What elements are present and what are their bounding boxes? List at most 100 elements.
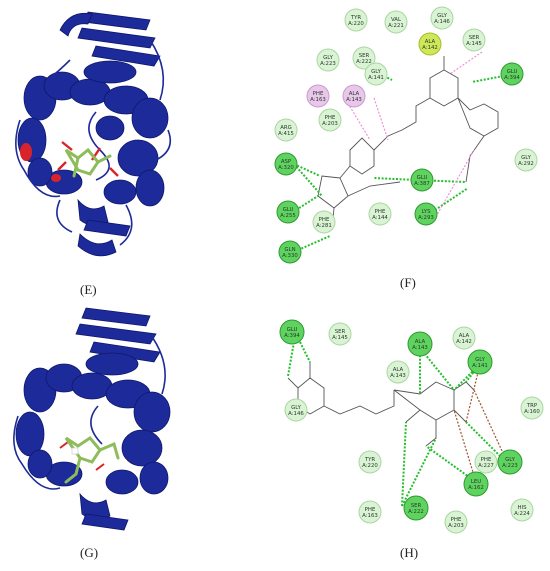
svg-text:GLY: GLY <box>505 457 515 463</box>
panel-g-label: (G) <box>80 545 99 560</box>
svg-text:A:203: A:203 <box>322 121 338 127</box>
svg-text:A:224: A:224 <box>514 511 530 517</box>
svg-text:A:145: A:145 <box>332 335 348 341</box>
svg-text:A:142: A:142 <box>456 339 472 345</box>
svg-text:A:145: A:145 <box>466 41 482 47</box>
svg-text:A:141: A:141 <box>368 75 384 81</box>
svg-text:A:320: A:320 <box>278 165 294 171</box>
svg-text:GLN: GLN <box>284 247 295 253</box>
svg-text:GLY: GLY <box>521 155 531 161</box>
svg-text:A:223: A:223 <box>320 61 336 67</box>
svg-text:TRP: TRP <box>526 403 538 409</box>
svg-text:A:223: A:223 <box>502 463 518 469</box>
svg-text:GLY: GLY <box>291 405 301 411</box>
svg-text:PHE: PHE <box>325 115 336 121</box>
svg-text:PHE: PHE <box>319 217 330 223</box>
svg-text:ALA: ALA <box>459 333 470 339</box>
svg-text:A:162: A:162 <box>468 485 484 491</box>
svg-text:PHE: PHE <box>481 457 492 463</box>
svg-text:A:255: A:255 <box>280 213 296 219</box>
svg-text:TYR: TYR <box>364 457 376 463</box>
svg-text:LEU: LEU <box>471 479 481 485</box>
svg-text:A:141: A:141 <box>472 363 488 369</box>
svg-text:SER: SER <box>335 329 346 335</box>
svg-text:SER: SER <box>359 53 370 59</box>
svg-text:A:160: A:160 <box>524 409 540 415</box>
panel-f-label: (F) <box>400 275 416 290</box>
svg-text:A:293: A:293 <box>418 215 434 221</box>
svg-text:ALA: ALA <box>425 39 436 45</box>
svg-text:TYR: TYR <box>350 15 362 21</box>
svg-text:A:143: A:143 <box>412 345 428 351</box>
svg-text:A:394: A:394 <box>284 333 300 339</box>
svg-text:A:292: A:292 <box>518 161 534 167</box>
svg-text:A:220: A:220 <box>362 463 378 469</box>
svg-text:A:387: A:387 <box>414 181 430 187</box>
svg-text:A:415: A:415 <box>278 131 294 137</box>
svg-text:SER: SER <box>411 503 422 509</box>
panel-h-label: (H) <box>400 545 419 560</box>
svg-text:A:143: A:143 <box>390 373 406 379</box>
svg-text:LYS: LYS <box>421 209 431 215</box>
svg-text:ALA: ALA <box>415 339 426 345</box>
svg-text:VAL: VAL <box>391 17 401 23</box>
svg-text:A:281: A:281 <box>316 223 332 229</box>
svg-text:GLU: GLU <box>417 175 428 181</box>
svg-text:ARG: ARG <box>280 125 292 131</box>
svg-text:A:146: A:146 <box>434 19 450 25</box>
svg-text:A:144: A:144 <box>372 215 388 221</box>
svg-text:GLU: GLU <box>507 69 518 75</box>
panel-g-protein-structure <box>0 298 270 543</box>
svg-text:GLY: GLY <box>475 357 485 363</box>
svg-text:GLU: GLU <box>287 327 298 333</box>
svg-text:A:222: A:222 <box>408 509 424 515</box>
svg-text:A:163: A:163 <box>310 97 326 103</box>
svg-text:A:163: A:163 <box>362 513 378 519</box>
svg-text:GLY: GLY <box>437 13 447 19</box>
svg-text:ALA: ALA <box>349 91 360 97</box>
svg-text:PHE: PHE <box>365 507 376 513</box>
svg-text:GLY: GLY <box>371 69 381 75</box>
svg-text:PHE: PHE <box>375 209 386 215</box>
svg-text:A:222: A:222 <box>356 59 372 65</box>
